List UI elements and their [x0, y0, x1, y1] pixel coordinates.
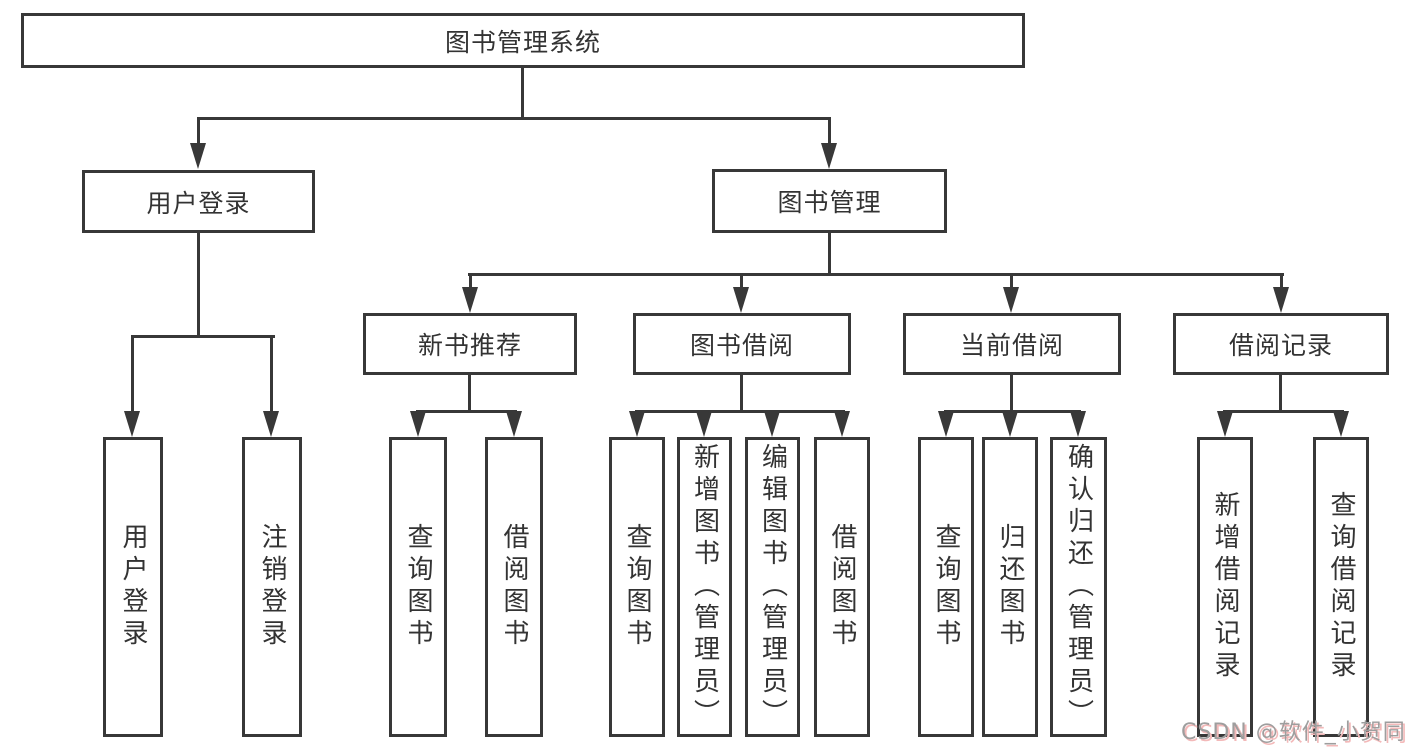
connector-line — [1280, 273, 1283, 291]
leaf-borrow-books: 借阅图书 — [485, 437, 543, 737]
arrowhead-down-icon — [263, 411, 279, 437]
leaf-add-books-admin: 新增图书（管理员） — [677, 437, 732, 737]
connector-line — [740, 273, 743, 291]
connector-line — [270, 335, 273, 413]
arrowhead-down-icon — [764, 411, 780, 437]
leaf-confirm-return-admin: 确认归还（管理员） — [1050, 437, 1107, 737]
connector-line — [1010, 375, 1013, 412]
node-book-borrow: 图书借阅 — [633, 313, 851, 375]
connector-line — [468, 375, 471, 412]
arrowhead-down-icon — [1070, 411, 1086, 437]
leaf-query-books: 查询图书 — [389, 437, 447, 737]
connector-line — [828, 117, 831, 147]
connector-line — [521, 68, 524, 120]
node-current-borrow: 当前借阅 — [903, 313, 1121, 375]
connector-line — [131, 335, 275, 338]
node-book-management: 图书管理 — [712, 169, 947, 233]
arrowhead-down-icon — [506, 411, 522, 437]
connector-line — [416, 410, 517, 413]
connector-line — [197, 117, 831, 120]
leaf-query-books: 查询图书 — [918, 437, 974, 737]
connector-line — [468, 273, 1284, 276]
arrowhead-down-icon — [938, 411, 954, 437]
arrowhead-down-icon — [629, 411, 645, 437]
arrowhead-down-icon — [410, 411, 426, 437]
arrowhead-down-icon — [462, 287, 478, 313]
arrowhead-down-icon — [834, 411, 850, 437]
arrowhead-down-icon — [1333, 411, 1349, 437]
node-borrow-records: 借阅记录 — [1173, 313, 1389, 375]
connector-line — [740, 375, 743, 412]
connector-line — [1279, 375, 1282, 412]
leaf-return-books: 归还图书 — [982, 437, 1038, 737]
csdn-watermark: CSDN @软件_小贺同学 — [1181, 720, 1405, 745]
connector-line — [1010, 273, 1013, 291]
connector-line — [131, 335, 134, 413]
arrowhead-down-icon — [190, 143, 206, 169]
arrowhead-down-icon — [696, 411, 712, 437]
leaf-query-books: 查询图书 — [609, 437, 665, 737]
arrowhead-down-icon — [1002, 411, 1018, 437]
connector-line — [197, 233, 200, 338]
arrowhead-down-icon — [733, 287, 749, 313]
arrowhead-down-icon — [1273, 287, 1289, 313]
arrowhead-down-icon — [1003, 287, 1019, 313]
node-user-login: 用户登录 — [82, 170, 315, 233]
leaf-borrow-books: 借阅图书 — [814, 437, 870, 737]
leaf-user-login: 用户登录 — [103, 437, 163, 737]
arrowhead-down-icon — [1217, 411, 1233, 437]
node-new-book-recommend: 新书推荐 — [363, 313, 577, 375]
arrowhead-down-icon — [124, 411, 140, 437]
connector-line — [197, 117, 200, 147]
connector-line — [1223, 410, 1344, 413]
arrowhead-down-icon — [821, 143, 837, 169]
leaf-edit-books-admin: 编辑图书（管理员） — [745, 437, 800, 737]
node-root: 图书管理系统 — [21, 13, 1025, 68]
leaf-logout: 注销登录 — [242, 437, 302, 737]
connector-line — [469, 273, 472, 291]
connector-line — [635, 410, 845, 413]
leaf-query-borrow-record: 查询借阅记录 — [1313, 437, 1369, 737]
leaf-add-borrow-record: 新增借阅记录 — [1197, 437, 1253, 737]
connector-line — [828, 233, 831, 276]
